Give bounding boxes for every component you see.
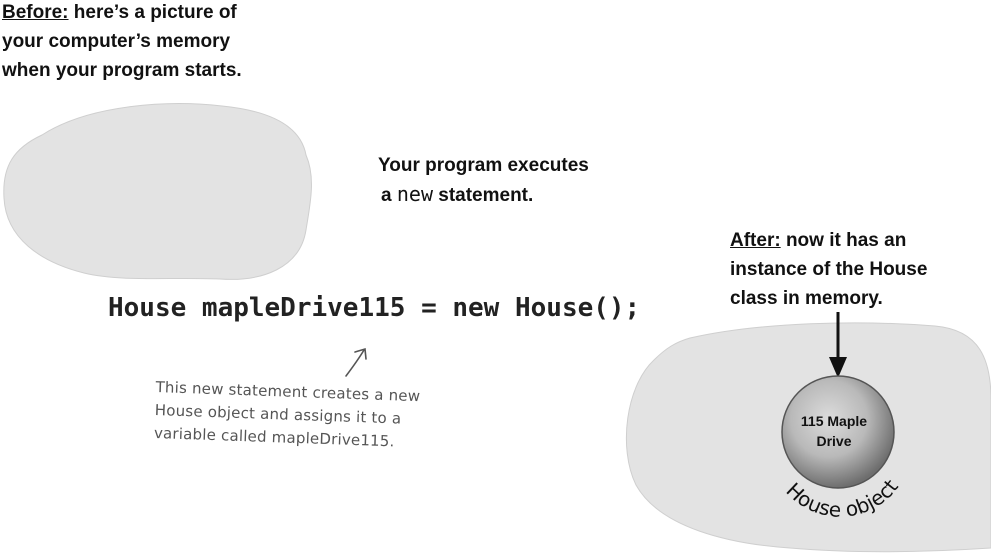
before-label: Before: xyxy=(2,2,69,23)
code-statement: House mapleDrive115 = new House(); xyxy=(108,293,641,323)
after-line2: instance of the House xyxy=(730,259,928,280)
after-line1-rest: now it has an xyxy=(780,230,907,251)
before-caption: Before: here’s a picture of your compute… xyxy=(2,0,242,85)
memory-cloud-before xyxy=(3,103,312,280)
object-label-line2: Drive xyxy=(816,433,851,449)
down-arrow-icon xyxy=(829,312,847,378)
house-object-sphere xyxy=(781,375,895,489)
before-line2: your computer’s memory xyxy=(2,31,231,52)
execute-caption: Your program executes a new statement. xyxy=(378,151,589,210)
execute-line2-a: a xyxy=(381,185,397,206)
after-caption: After: now it has an instance of the Hou… xyxy=(730,226,927,313)
new-keyword: new xyxy=(396,182,433,206)
before-line3: when your program starts. xyxy=(2,60,242,81)
handwritten-note: This new statement creates a new House o… xyxy=(154,376,421,454)
after-label: After: xyxy=(730,230,781,251)
before-line1-rest: here’s a picture of xyxy=(68,2,237,23)
pointer-arrow-icon xyxy=(345,347,367,377)
execute-line1: Your program executes xyxy=(378,155,589,176)
object-label-line1: 115 Maple xyxy=(801,413,867,429)
execute-line2-b: statement. xyxy=(432,185,534,206)
after-line3: class in memory. xyxy=(730,288,883,309)
